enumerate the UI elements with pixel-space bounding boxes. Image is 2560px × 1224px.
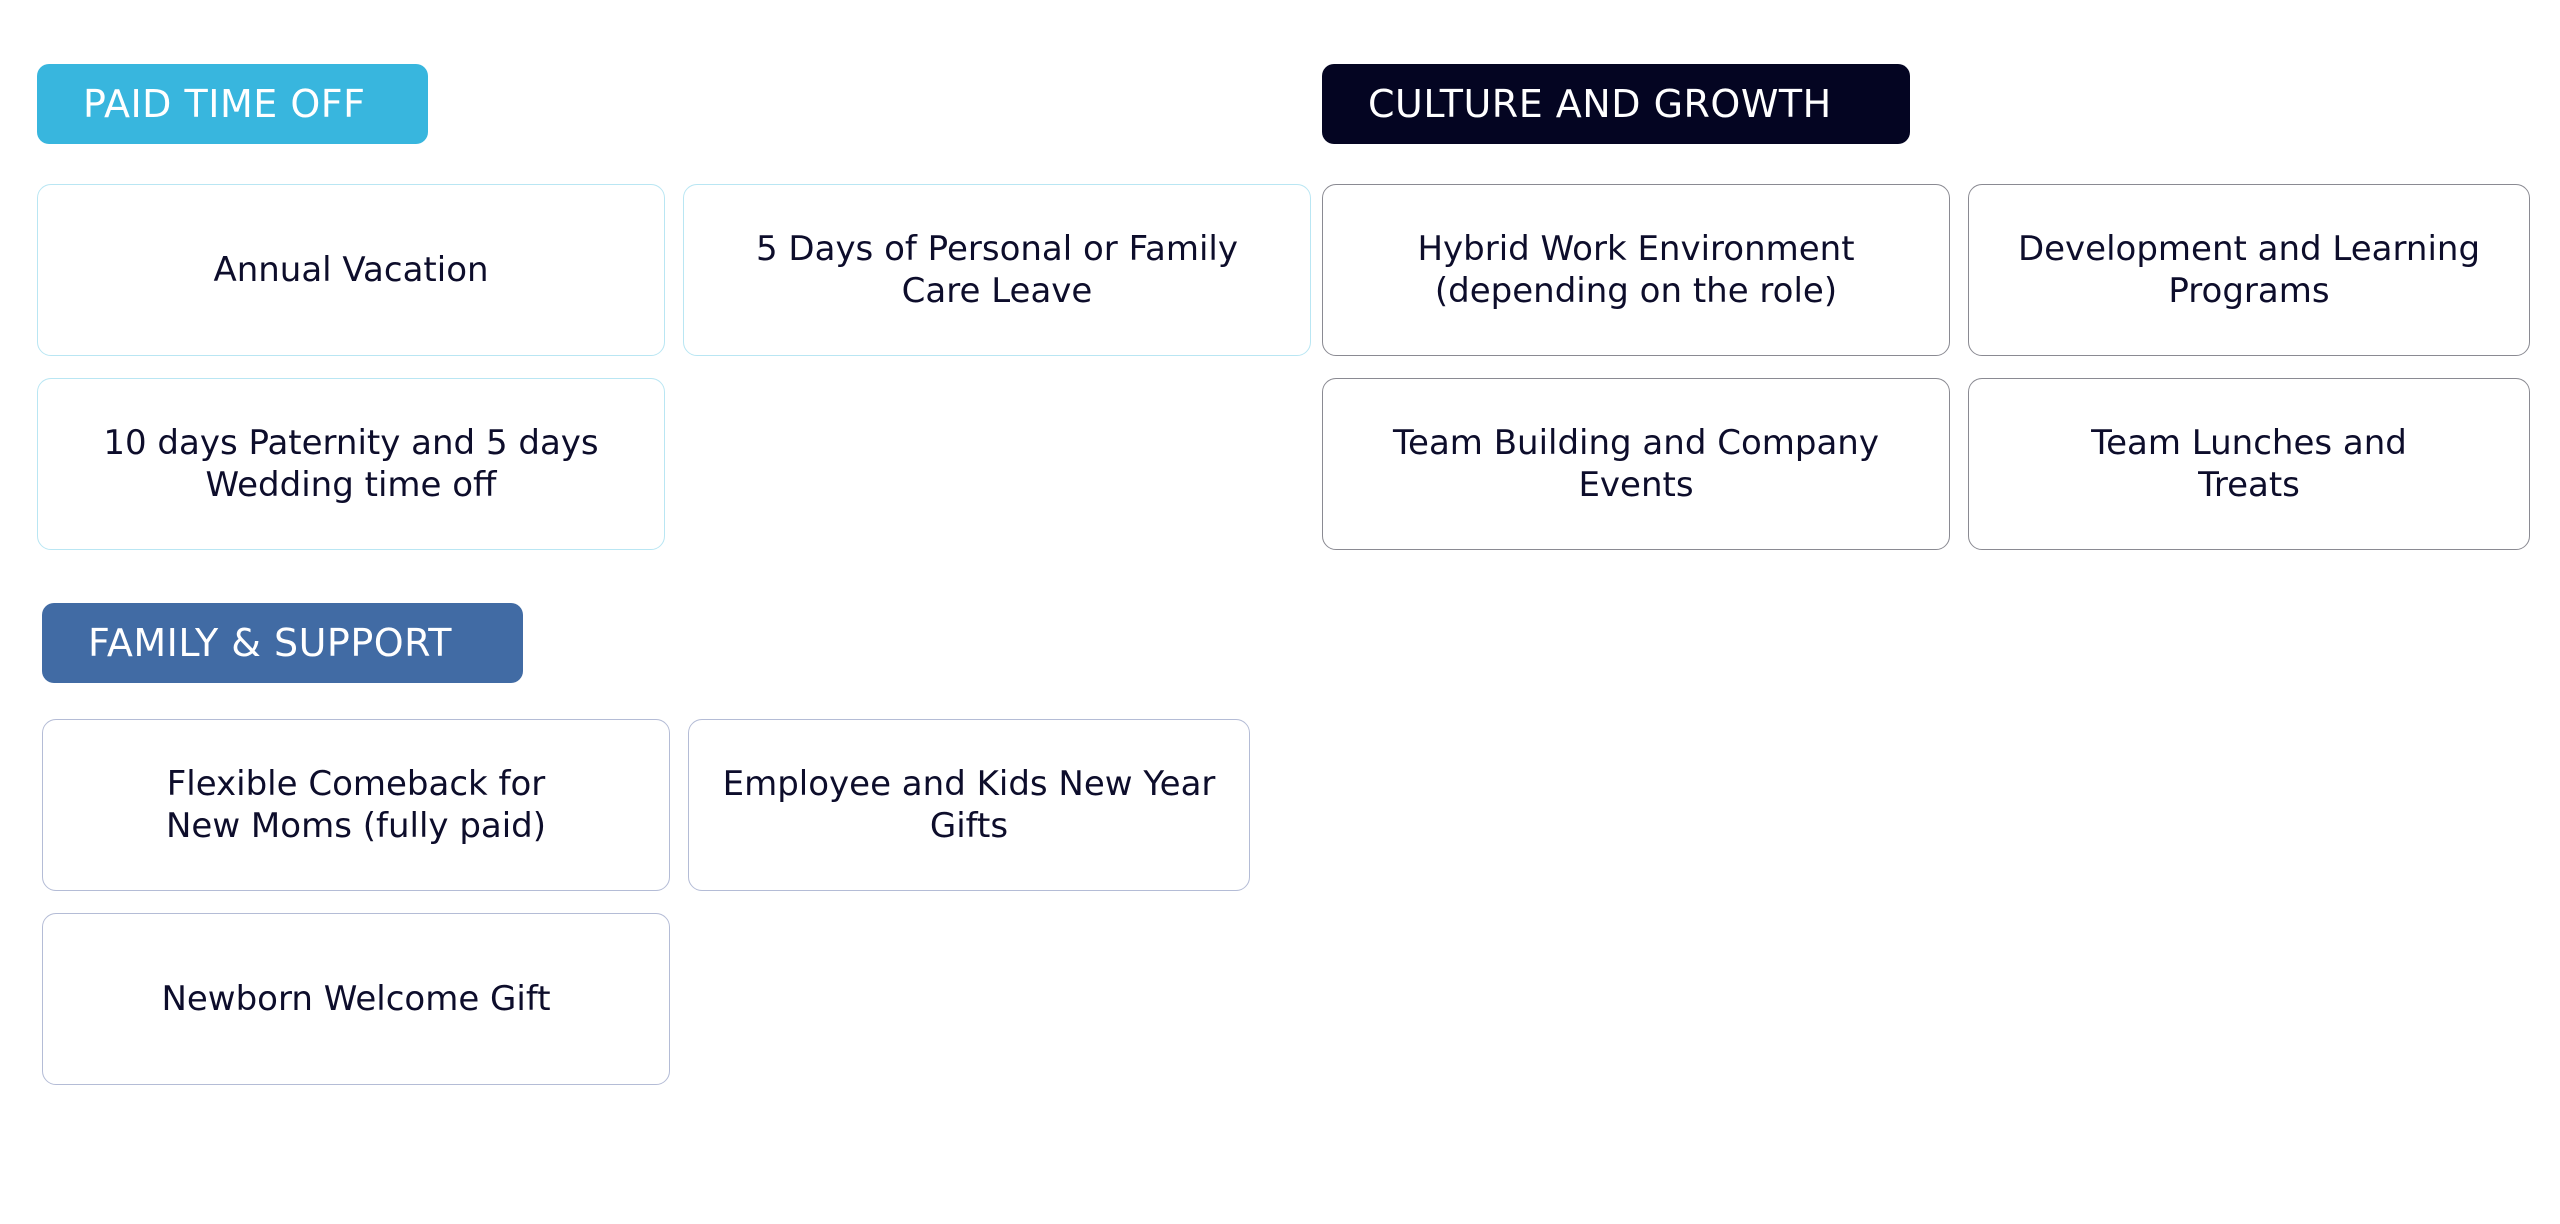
benefit-card-team-lunches: Team Lunches and Treats — [1968, 378, 2530, 550]
benefit-card-flexible-comeback: Flexible Comeback for New Moms (fully pa… — [42, 719, 670, 891]
benefit-card-learning-programs: Development and Learning Programs — [1968, 184, 2530, 356]
benefit-card-hybrid-work: Hybrid Work Environment (depending on th… — [1322, 184, 1950, 356]
culture-and-growth-heading: CULTURE AND GROWTH — [1322, 64, 1910, 144]
benefit-card-personal-family-leave: 5 Days of Personal or Family Care Leave — [683, 184, 1311, 356]
benefit-label: 10 days Paternity and 5 days Wedding tim… — [103, 423, 599, 505]
family-and-support-heading: FAMILY & SUPPORT — [42, 603, 523, 683]
benefit-card-new-year-gifts: Employee and Kids New Year Gifts — [688, 719, 1250, 891]
benefit-card-team-building: Team Building and Company Events — [1322, 378, 1950, 550]
benefit-label: Development and Learning Programs — [2017, 229, 2481, 311]
section-title: CULTURE AND GROWTH — [1368, 82, 1832, 126]
section-title: FAMILY & SUPPORT — [88, 621, 453, 665]
benefit-label: Team Lunches and Treats — [2091, 423, 2407, 505]
section-title: PAID TIME OFF — [83, 82, 366, 126]
benefit-label: Newborn Welcome Gift — [161, 979, 551, 1019]
benefit-label: Annual Vacation — [213, 250, 489, 290]
benefit-card-newborn-gift: Newborn Welcome Gift — [42, 913, 670, 1085]
benefit-label: Hybrid Work Environment (depending on th… — [1417, 229, 1855, 311]
benefit-label: 5 Days of Personal or Family Care Leave — [755, 229, 1238, 311]
benefit-label: Employee and Kids New Year Gifts — [722, 764, 1216, 846]
benefit-label: Team Building and Company Events — [1393, 423, 1879, 505]
paid-time-off-heading: PAID TIME OFF — [37, 64, 428, 144]
benefit-card-paternity-wedding-leave: 10 days Paternity and 5 days Wedding tim… — [37, 378, 665, 550]
benefit-label: Flexible Comeback for New Moms (fully pa… — [165, 764, 547, 846]
benefit-card-annual-vacation: Annual Vacation — [37, 184, 665, 356]
